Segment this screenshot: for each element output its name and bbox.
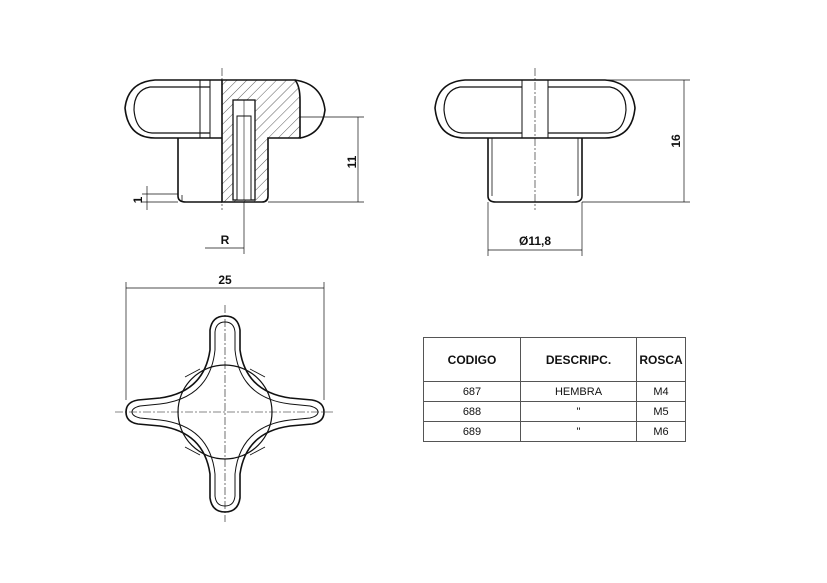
table-cell: " (520, 401, 637, 422)
section-dimension-lines (142, 116, 364, 254)
header-codigo: CODIGO (423, 337, 521, 382)
dim-diameter-label: Ø11,8 (519, 234, 551, 248)
table-cell: 689 (423, 421, 521, 442)
table-cell: M4 (636, 381, 686, 402)
side-view (434, 68, 636, 210)
dim-11-label: 11 (345, 155, 359, 168)
table-cell: M6 (636, 421, 686, 442)
dim-25-label: 25 (218, 273, 232, 287)
table-cell: HEMBRA (520, 381, 637, 402)
dim-r-label: R (221, 233, 230, 247)
header-descripc: DESCRIPC. (520, 337, 637, 382)
table-cell: 688 (423, 401, 521, 422)
header-rosca: ROSCA (636, 337, 686, 382)
side-dimension-lines (487, 79, 690, 256)
top-view (115, 305, 335, 522)
table-row: 689 " M6 (423, 421, 686, 442)
section-view (124, 68, 326, 210)
table-row: 688 " M5 (423, 401, 686, 422)
table-row: 687 HEMBRA M4 (423, 381, 686, 402)
dim-1-label: 1 (131, 196, 145, 203)
table-cell: 687 (423, 381, 521, 402)
top-dimension-lines (125, 282, 325, 400)
dim-16-label: 16 (669, 134, 683, 148)
table-cell: M5 (636, 401, 686, 422)
table-header-row: CODIGO DESCRIPC. ROSCA (423, 337, 686, 382)
spec-table: CODIGO DESCRIPC. ROSCA 687 HEMBRA M4 688… (423, 337, 686, 442)
table-cell: " (520, 421, 637, 442)
